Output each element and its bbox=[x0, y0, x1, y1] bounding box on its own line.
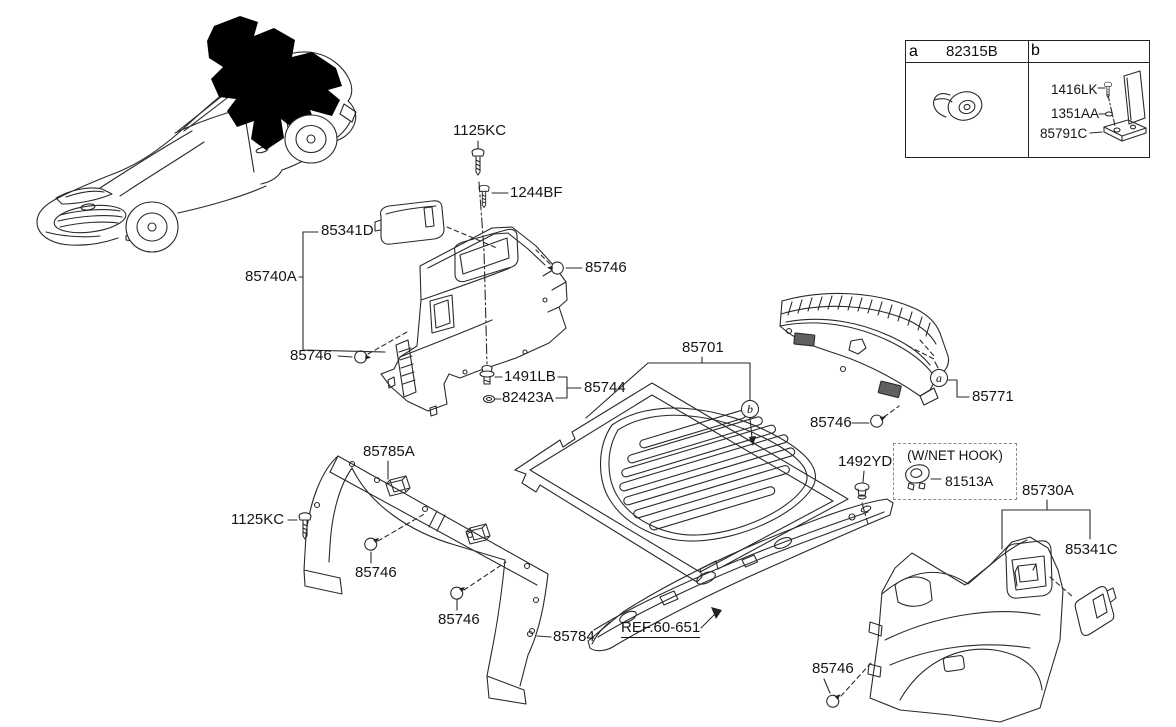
part-label-1492yd: 1492YD bbox=[838, 453, 893, 470]
part-label-82423a: 82423A bbox=[502, 389, 554, 406]
quarter-trim-left-drawing bbox=[380, 226, 568, 417]
net-hook-box: (W/NET HOOK) 81513A bbox=[893, 443, 1017, 500]
clip-icon-85746-strip-2 bbox=[447, 582, 470, 602]
legend-part-85791c: 85791C bbox=[1040, 126, 1088, 141]
cover-left-drawing bbox=[374, 200, 445, 245]
part-label-85746-bottom-right: 85746 bbox=[812, 660, 854, 677]
legend-part-1416lk: 1416LK bbox=[1051, 82, 1098, 97]
clip-icon-85746-left bbox=[353, 349, 373, 366]
part-label-1244bf: 1244BF bbox=[510, 184, 563, 201]
legend-table bbox=[905, 40, 1150, 158]
part-label-85746-strip-1: 85746 bbox=[355, 564, 397, 581]
plug-icon-1492yd bbox=[854, 482, 870, 500]
screw-icon-1125kc-top bbox=[471, 148, 485, 176]
part-label-85740a: 85740A bbox=[245, 268, 297, 285]
partition-trim-drawing bbox=[303, 455, 549, 705]
clip-icon-85746-strip-1 bbox=[361, 533, 384, 553]
part-label-85730a: 85730A bbox=[1022, 482, 1074, 499]
part-label-85341c: 85341C bbox=[1065, 541, 1118, 558]
quarter-trim-right-drawing bbox=[867, 536, 1064, 723]
legend-marker-b: b bbox=[1031, 42, 1040, 59]
part-label-85784: 85784 bbox=[553, 628, 595, 645]
callout-marker-a: a bbox=[930, 369, 948, 387]
bolt-icon-1491lb bbox=[479, 364, 495, 385]
part-label-1125kc-left: 1125KC bbox=[231, 511, 285, 528]
car-illustration bbox=[36, 16, 357, 253]
legend-part-82315b: 82315B bbox=[946, 43, 998, 60]
clip-icon-85746-bottom-right bbox=[823, 689, 846, 711]
leader-lines bbox=[287, 87, 1106, 697]
net-hook-title: (W/NET HOOK) bbox=[907, 448, 1003, 463]
net-hook-icon-81513a bbox=[905, 464, 930, 491]
floor-sill-member-drawing bbox=[587, 498, 894, 652]
part-label-85746-under-rear-trim: 85746 bbox=[810, 414, 852, 431]
legend-marker-a: a bbox=[909, 43, 918, 60]
part-label-85744: 85744 bbox=[584, 379, 626, 396]
legend-header-row bbox=[906, 41, 1149, 63]
grommet-icon-82423a bbox=[482, 394, 496, 404]
trim-clip-icon-82315b bbox=[933, 91, 983, 121]
part-label-85746-strip-2: 85746 bbox=[438, 611, 480, 628]
part-label-1125kc-top: 1125KC bbox=[453, 122, 507, 139]
part-label-85746-right: 85746 bbox=[585, 259, 627, 276]
rear-transverse-trim-drawing bbox=[779, 292, 950, 406]
legend-part-1351aa: 1351AA bbox=[1051, 106, 1100, 121]
part-label-85785a: 85785A bbox=[363, 443, 415, 460]
ref-label-60-651: REF.60-651 bbox=[621, 619, 701, 638]
legend-column-divider bbox=[1028, 41, 1029, 157]
part-label-85701: 85701 bbox=[682, 339, 724, 356]
callout-marker-b: b bbox=[741, 400, 759, 418]
cover-right-drawing bbox=[1074, 586, 1117, 636]
part-label-81513a: 81513A bbox=[945, 473, 994, 489]
part-label-85771: 85771 bbox=[972, 388, 1014, 405]
clip-icon-85746-under-rear-trim bbox=[868, 411, 890, 430]
part-label-85341d: 85341D bbox=[321, 222, 374, 239]
part-label-1491lb: 1491LB bbox=[504, 368, 556, 385]
part-label-85746-left: 85746 bbox=[290, 347, 332, 364]
screw-icon-1125kc-left bbox=[298, 512, 312, 540]
luggage-mat-drawing bbox=[514, 382, 849, 583]
